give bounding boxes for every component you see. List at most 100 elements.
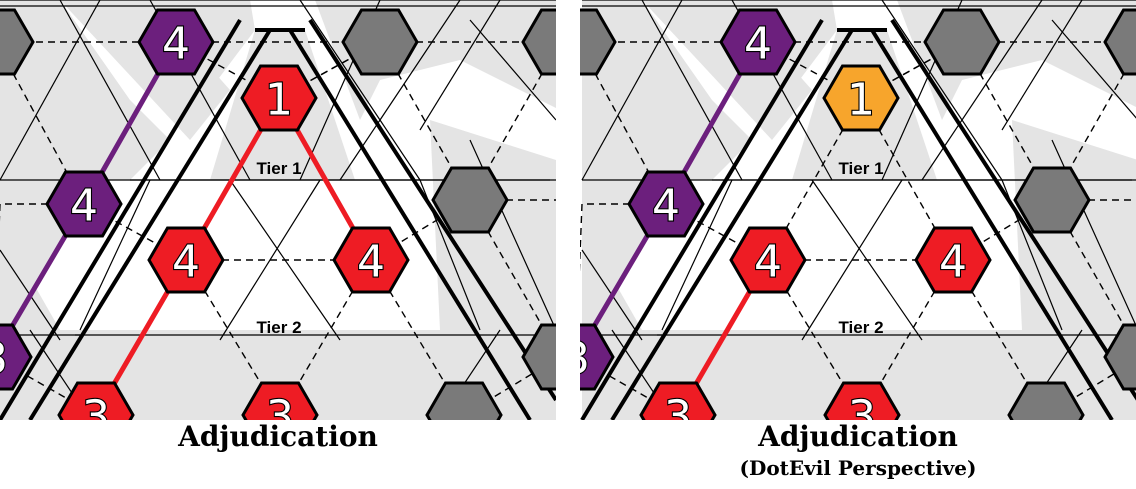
grid-line <box>469 19 556 121</box>
shaded-region <box>0 0 170 180</box>
hex-value-label: 3 <box>848 392 876 421</box>
grid-line <box>339 0 461 181</box>
tier-border <box>308 18 556 402</box>
hex-right-edge-grey <box>1103 323 1136 391</box>
shaded-region <box>897 0 1136 120</box>
hex-value-label: 1 <box>265 75 293 126</box>
hex-tile <box>241 381 319 420</box>
caption-right-title: Adjudication <box>758 420 958 453</box>
hex-top-left-grey <box>580 8 617 76</box>
hex-tile <box>1103 8 1136 76</box>
hex-mid-right: 4 <box>332 226 410 294</box>
grid-line <box>299 0 421 181</box>
hex-value-label: 4 <box>70 181 98 232</box>
panel-divider <box>556 0 580 420</box>
hex-top-right-grey <box>923 8 1001 76</box>
hex-left-purple: 4 <box>45 170 123 238</box>
tier-border <box>580 18 824 420</box>
hex-value-label: 4 <box>357 237 385 288</box>
hex-value-label: 4 <box>744 19 772 70</box>
shaded-region <box>0 330 556 420</box>
grid-line <box>661 179 733 331</box>
hex-bottom-left: 3 <box>639 381 717 421</box>
hex-tile <box>240 64 318 132</box>
hex-apex: 1 <box>240 64 318 132</box>
hex-tile <box>521 323 556 391</box>
hex-tile <box>627 170 705 238</box>
grid-line <box>581 0 683 181</box>
adjacency-line <box>580 203 583 273</box>
red-connection <box>93 92 374 417</box>
hex-left-purple: 4 <box>627 170 705 238</box>
hex-tile <box>147 226 225 294</box>
hex-tile <box>0 323 33 391</box>
grid-line <box>0 0 101 181</box>
hex-value-label: 3 <box>82 392 110 421</box>
tier-2-label: Tier 2 <box>838 318 883 337</box>
hex-top-right-grey <box>341 8 419 76</box>
hex-bottom-center: 3 <box>823 381 901 421</box>
hex-tile <box>822 64 900 132</box>
hex-far-right-grey <box>521 8 556 76</box>
hex-tile <box>341 8 419 76</box>
hex-tile <box>923 8 1001 76</box>
grid-line <box>1001 0 1083 131</box>
hex-bottom-left: 3 <box>57 381 135 421</box>
hex-value-label: 3 <box>664 392 692 421</box>
hex-value-label: 1 <box>847 75 875 126</box>
tier-border <box>28 28 272 420</box>
hex-tile <box>914 226 992 294</box>
grid-line <box>419 0 501 131</box>
hex-tile <box>0 8 35 76</box>
hex-bottom-purple: 3 <box>0 323 33 391</box>
hex-tile <box>639 381 717 420</box>
hex-right-grey <box>431 166 509 234</box>
tier-2-label: Tier 2 <box>256 318 301 337</box>
tier-border <box>288 28 532 420</box>
grid-line <box>59 0 161 181</box>
grid-line <box>1051 19 1136 119</box>
tier-border <box>870 28 1114 420</box>
hex-bottom-center: 3 <box>241 381 319 421</box>
hex-apex: 1 <box>822 64 900 132</box>
hex-tile <box>823 381 901 420</box>
hex-right-grey <box>1013 166 1091 234</box>
tier-border <box>610 28 854 420</box>
shaded-region <box>315 0 556 120</box>
hex-mid-left: 4 <box>729 226 807 294</box>
hex-mid-left: 4 <box>147 226 225 294</box>
hex-tile <box>580 323 615 391</box>
hex-tile <box>1007 381 1085 420</box>
grid-line <box>881 0 1003 181</box>
hex-value-label: 3 <box>580 334 590 385</box>
hex-value-label: 3 <box>266 392 294 421</box>
tier-1-label: Tier 1 <box>838 159 883 178</box>
hex-tile <box>137 8 215 76</box>
hex-right-edge-grey <box>521 323 556 391</box>
grid-line <box>79 179 151 331</box>
hex-tile <box>580 8 617 76</box>
hex-bottom-purple: 3 <box>580 323 615 391</box>
hex-value-label: 4 <box>754 237 782 288</box>
tier-1-label: Tier 1 <box>256 159 301 178</box>
shaded-region <box>582 0 752 180</box>
caption-left-title: Adjudication <box>178 420 378 453</box>
grid-line <box>641 0 743 181</box>
hex-tile <box>431 166 509 234</box>
shaded-region <box>582 330 1136 420</box>
hex-value-label: 4 <box>939 237 967 288</box>
grid-line <box>921 0 1043 181</box>
hex-tile <box>1103 323 1136 391</box>
hex-value-label: 4 <box>172 237 200 288</box>
hex-tile <box>425 381 503 420</box>
hex-tile <box>521 8 556 76</box>
hex-top-left-grey <box>0 8 35 76</box>
hex-far-right-grey <box>1103 8 1136 76</box>
hex-top-purple: 4 <box>719 8 797 76</box>
